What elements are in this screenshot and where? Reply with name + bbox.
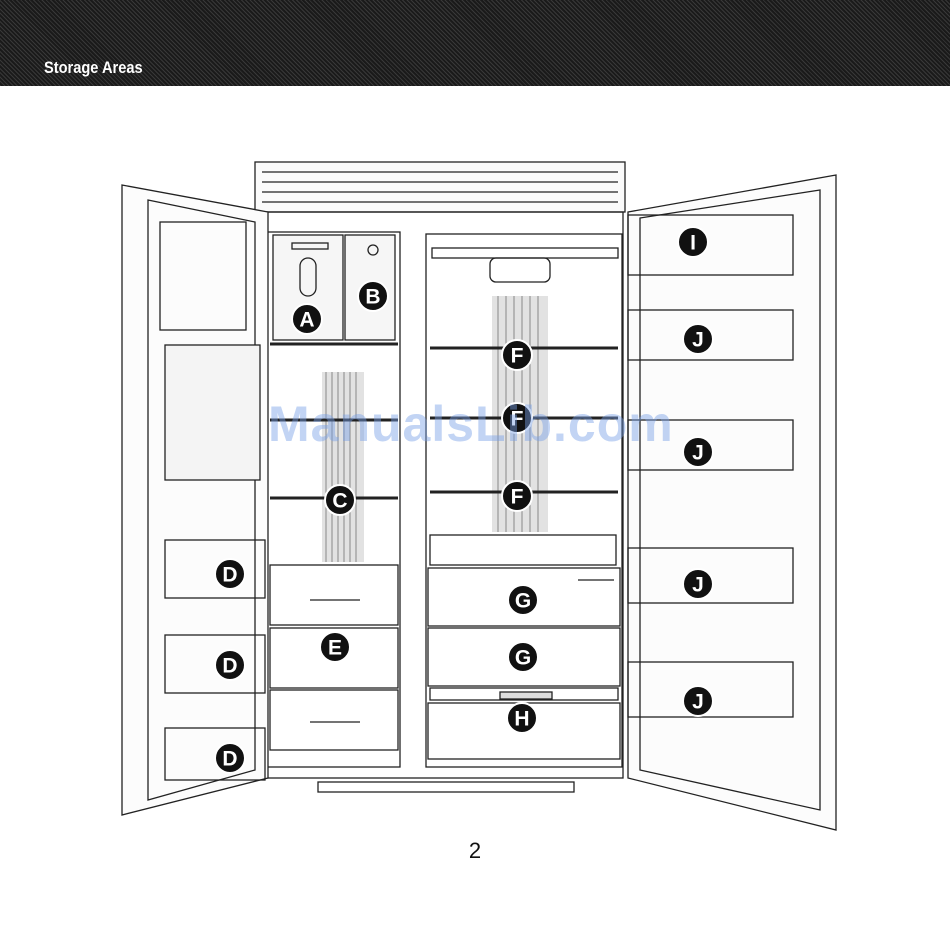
page-number: 2 [0,838,950,864]
svg-text:J: J [692,442,704,465]
svg-text:G: G [515,647,531,670]
callout-d: D [215,650,245,680]
svg-text:G: G [515,590,531,613]
callout-c: C [325,485,355,515]
callout-g: G [508,642,538,672]
callout-j: J [683,686,713,716]
ice-water-dispenser [165,345,260,480]
callout-h: H [507,703,537,733]
callout-j: J [683,324,713,354]
svg-text:F: F [511,486,524,509]
freezer-drawer [270,565,398,625]
svg-text:F: F [511,345,524,368]
callout-i: I [678,227,708,257]
freezer-drawer [270,690,398,750]
callout-d: D [215,743,245,773]
callout-f: F [502,340,532,370]
svg-text:D: D [222,564,237,587]
svg-text:J: J [692,574,704,597]
svg-text:D: D [222,655,237,678]
svg-text:J: J [692,329,704,352]
callout-j: J [683,437,713,467]
right-fresh-food-door [628,175,836,830]
svg-text:J: J [692,691,704,714]
svg-text:H: H [514,708,529,731]
svg-text:D: D [222,748,237,771]
svg-text:A: A [299,309,314,332]
callout-e: E [320,632,350,662]
watermark: ManualsLib.com [268,395,674,453]
crisper-cover [430,535,616,565]
top-grille [255,162,625,212]
callout-j: J [683,569,713,599]
svg-text:B: B [365,286,380,309]
toe-kick [318,782,574,792]
svg-text:I: I [690,232,696,255]
callout-a: A [292,304,322,334]
svg-text:E: E [328,637,342,660]
callout-g: G [508,585,538,615]
callout-d: D [215,559,245,589]
callout-f: F [502,481,532,511]
control-panel [500,692,552,699]
svg-text:C: C [332,490,347,513]
callout-b: B [358,281,388,311]
left-freezer-door [122,185,268,815]
